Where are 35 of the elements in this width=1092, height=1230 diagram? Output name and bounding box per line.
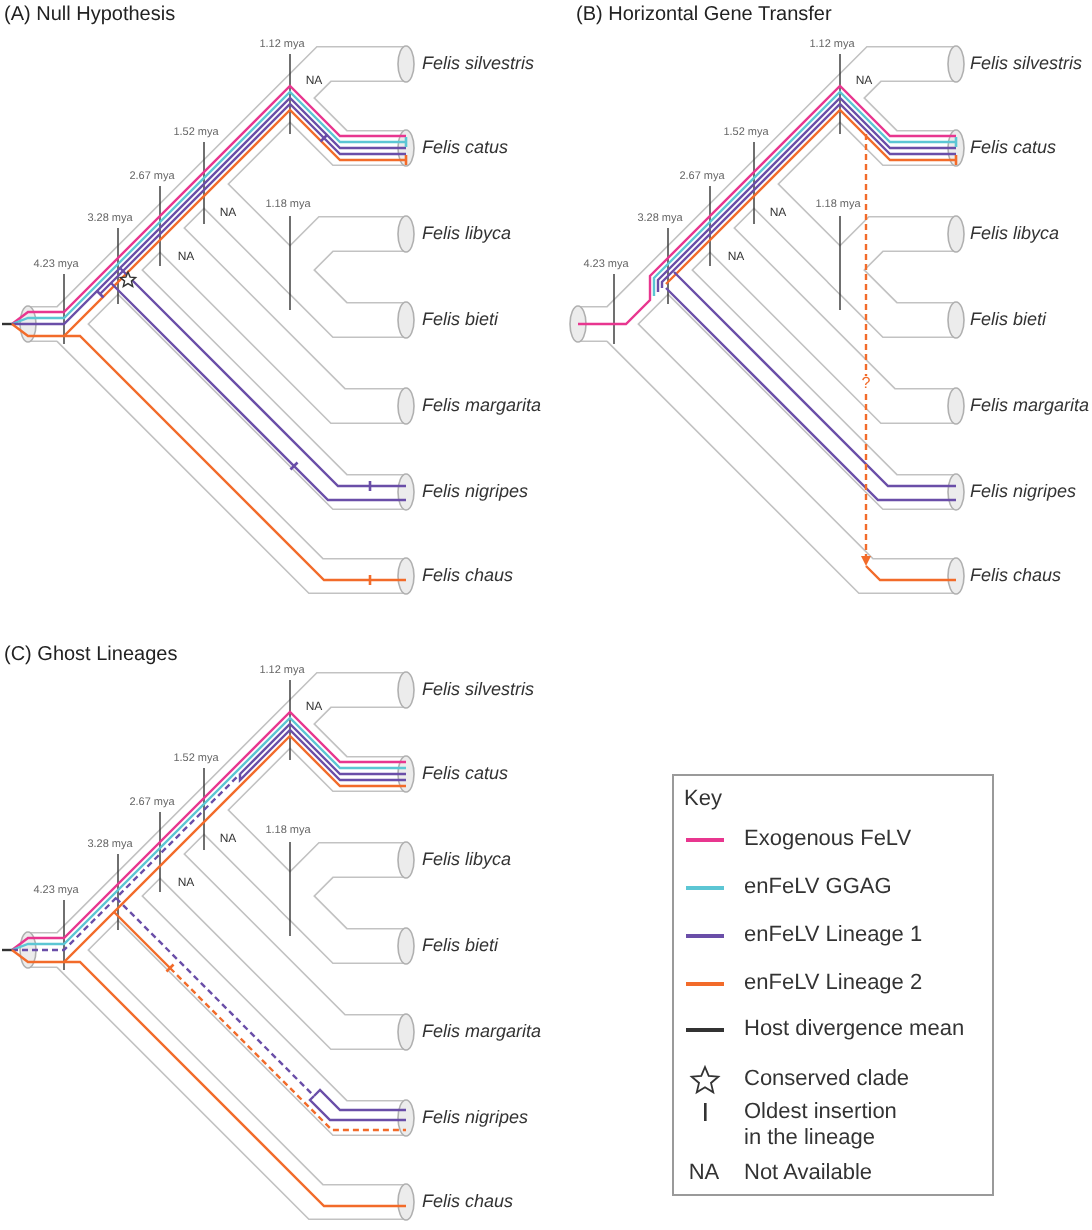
species-label: Felis nigripes: [422, 1109, 529, 1127]
legend-label: Exogenous FeLV: [744, 829, 912, 851]
species-label: Felis nigripes: [970, 483, 1077, 501]
species-label: Felis libyca: [422, 225, 512, 243]
species-label: Felis libyca: [970, 225, 1060, 243]
species-label: Felis catus: [970, 139, 1057, 157]
species-label: Felis margarita: [970, 397, 1090, 415]
species-label: Felis bieti: [422, 937, 499, 955]
legend-label: Not Available: [744, 1163, 873, 1185]
species-label: Felis chaus: [422, 567, 514, 585]
legend-label: enFeLV GGAG: [744, 877, 892, 899]
species-label: Felis margarita: [422, 397, 542, 415]
species-label: Felis nigripes: [422, 483, 529, 501]
panel-title: (A) Null Hypothesis: [4, 6, 176, 26]
species-label: Felis silvestris: [970, 55, 1083, 73]
species-label: Felis libyca: [422, 851, 512, 869]
species-label: Felis silvestris: [422, 55, 535, 73]
species-label: Felis catus: [422, 765, 509, 783]
species-label: Felis catus: [422, 139, 509, 157]
species-label: Felis margarita: [422, 1023, 542, 1041]
panel-title: (B) Horizontal Gene Transfer: [576, 6, 832, 26]
legend-label: Host divergence mean: [744, 1019, 965, 1041]
species-label: Felis chaus: [970, 567, 1062, 585]
legend-label: Oldest insertion in the lineage: [744, 1099, 899, 1151]
legend-label: enFeLV Lineage 2: [744, 973, 923, 995]
legend-label: Conserved clade: [744, 1069, 910, 1091]
legend-label: enFeLV Lineage 1: [744, 925, 923, 947]
legend-title: Key: [684, 789, 722, 811]
not-available-label: NA: [688, 1163, 720, 1185]
species-label: Felis silvestris: [422, 681, 535, 699]
question-mark-label: ?: [859, 376, 873, 392]
species-label: Felis bieti: [422, 311, 499, 329]
species-label: Felis chaus: [422, 1193, 514, 1211]
panel-title: (C) Ghost Lineages: [4, 646, 178, 666]
species-label: Felis bieti: [970, 311, 1047, 329]
